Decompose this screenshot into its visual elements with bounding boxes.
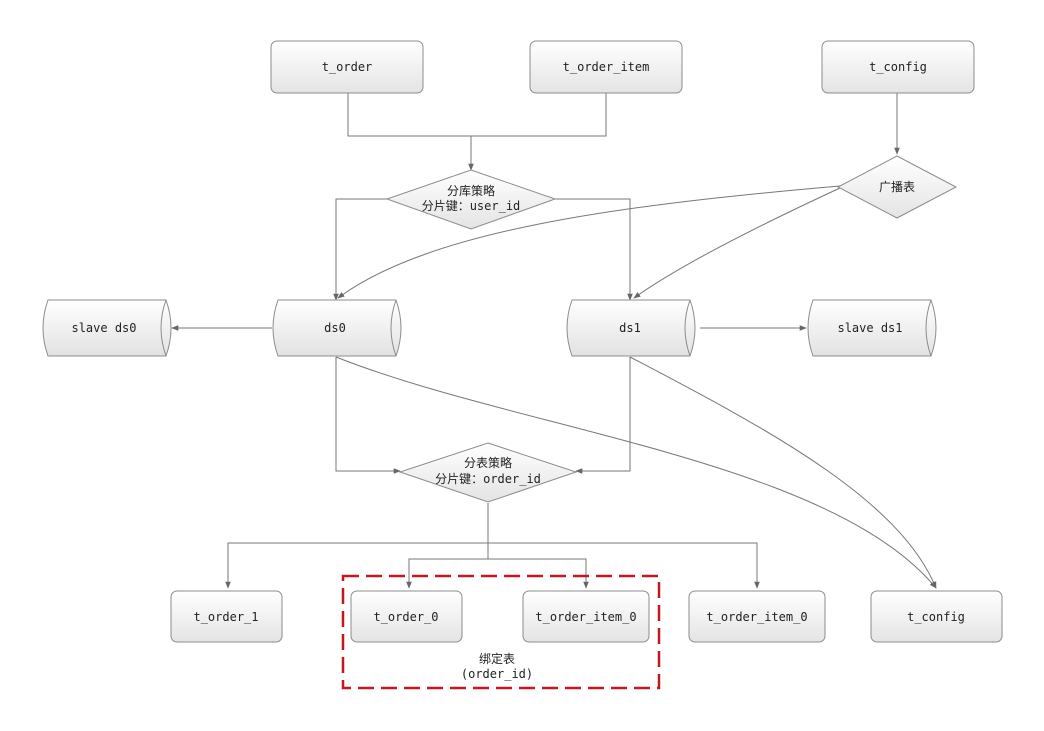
- label-ds0: ds0: [324, 321, 346, 335]
- connectors: [171, 93, 937, 589]
- table-node-t-order-top: t_order: [270, 40, 424, 94]
- table-node-t-order-item-0-inner: t_order_item_0: [522, 590, 650, 643]
- edge-t-order-item-to-db-strategy: [471, 93, 607, 137]
- broadcast-decision: 广播表: [836, 155, 958, 219]
- label-slave-ds0: slave ds0: [71, 321, 136, 335]
- label-t-order-0: t_order_0: [373, 610, 438, 624]
- edge-db-strategy-to-ds1: [555, 198, 633, 301]
- table-strategy-title: 分表策略: [464, 455, 512, 470]
- label-t-order-top: t_order: [322, 60, 373, 74]
- edge-t-order-to-db-strategy: [347, 93, 474, 171]
- label-t-config-top: t_config: [869, 60, 927, 74]
- datasource-ds0: ds0: [272, 299, 402, 357]
- label-ds1: ds1: [619, 321, 641, 335]
- edge-table-strategy-to-t-order-1-bus: [488, 542, 760, 589]
- table-node-t-config-top: t_config: [821, 40, 975, 94]
- table-node-t-config-bottom: t_config: [870, 590, 1003, 643]
- table-node-t-order-0: t_order_0: [350, 590, 463, 643]
- datasource-slave-ds0: slave ds0: [42, 299, 172, 357]
- db-strategy-title: 分库策略: [447, 183, 495, 198]
- label-t-order-item-0-outer: t_order_item_0: [706, 610, 807, 624]
- table-strategy-decision: 分表策略 分片键：order_id: [398, 442, 578, 503]
- datasource-slave-ds1: slave ds1: [807, 299, 937, 357]
- edge-broadcast-to-ds0: [337, 185, 841, 299]
- db-strategy-decision: 分库策略 分片键：user_id: [385, 169, 557, 230]
- edge-ds1-to-t-config: [629, 356, 937, 589]
- table-node-t-order-item-top: t_order_item: [529, 40, 683, 94]
- db-strategy-key: 分片键：user_id: [422, 199, 521, 213]
- label-t-order-item-top: t_order_item: [563, 60, 650, 74]
- edge-db-strategy-to-ds0: [333, 198, 387, 301]
- edge-table-strategy-to-t-order-item-0: [488, 558, 589, 589]
- label-t-order-item-0-inner: t_order_item_0: [535, 610, 636, 624]
- edge-ds1-to-table-strategy: [575, 357, 631, 474]
- label-slave-ds1: slave ds1: [837, 321, 902, 335]
- edge-broadcast-to-ds1: [633, 187, 841, 299]
- datasource-ds1: ds1: [566, 299, 696, 357]
- broadcast-label: 广播表: [879, 180, 915, 194]
- label-t-config-bottom: t_config: [907, 610, 965, 624]
- edge-table-strategy-to-t-order-0: [406, 558, 488, 589]
- table-strategy-key: 分片键：order_id: [435, 472, 541, 486]
- binding-tables-group: 绑定表 (order_id): [341, 574, 661, 690]
- binding-tables-label: 绑定表: [479, 651, 515, 666]
- label-t-order-1: t_order_1: [193, 610, 258, 624]
- edge-ds0-to-table-strategy: [335, 357, 401, 474]
- table-node-t-order-1: t_order_1: [170, 590, 283, 643]
- table-node-t-order-item-0-outer: t_order_item_0: [688, 590, 826, 643]
- edge-ds0-to-t-config: [335, 356, 937, 589]
- edge-table-strategy-trunk: [225, 503, 489, 589]
- binding-tables-key: (order_id): [461, 667, 533, 681]
